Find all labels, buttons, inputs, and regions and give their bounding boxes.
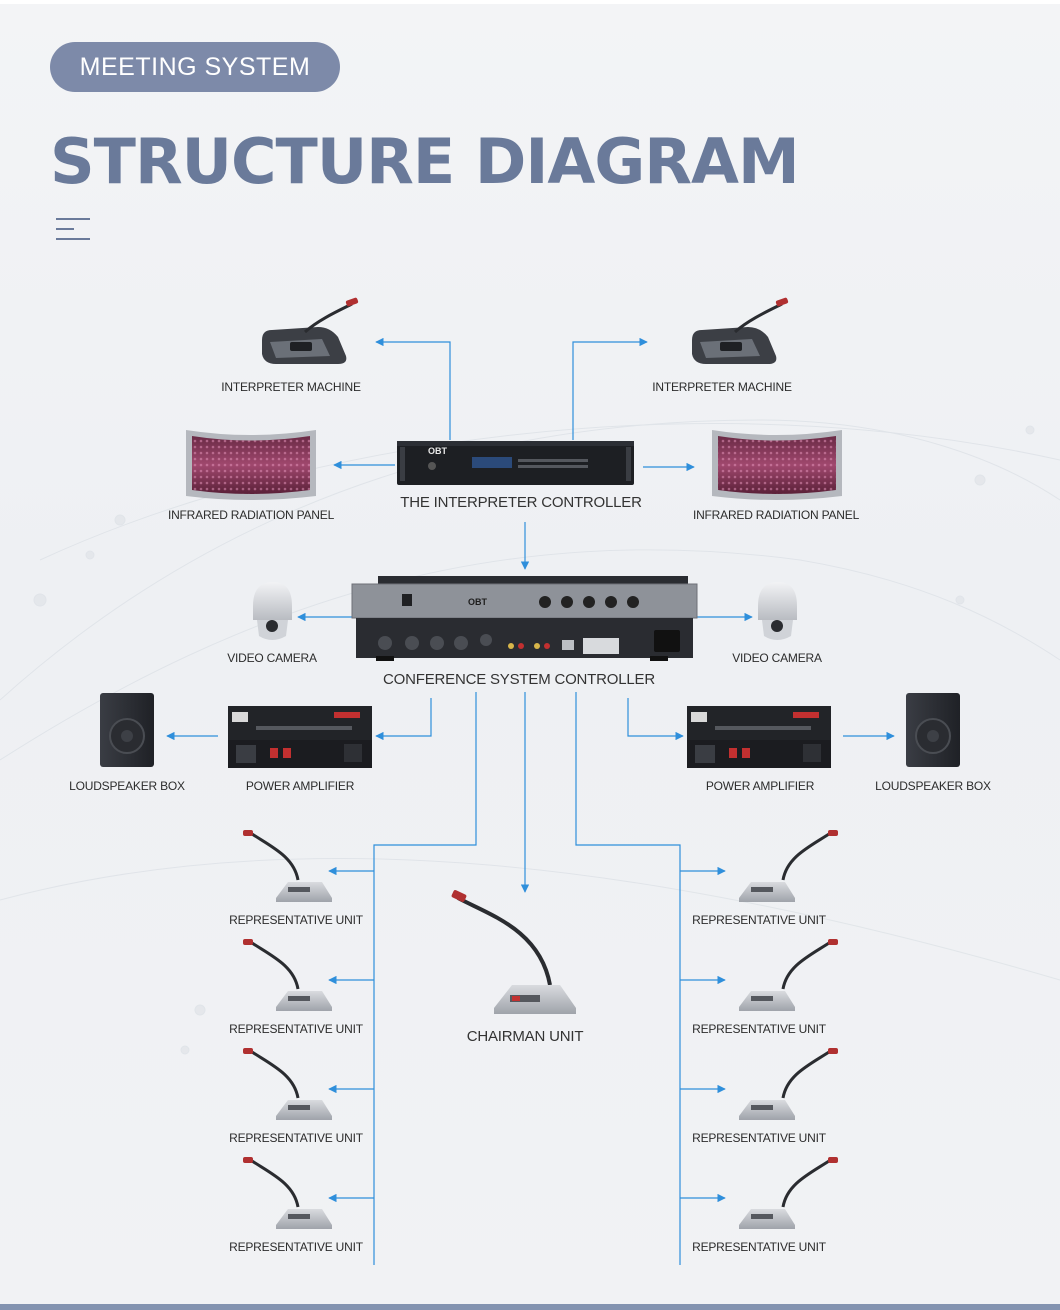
label-amplifier-right: POWER AMPLIFIER: [705, 779, 815, 793]
bottom-bar: [0, 1304, 1060, 1310]
label-interpreter-controller: THE INTERPRETER CONTROLLER: [400, 494, 642, 511]
background-network: [0, 419, 1060, 1055]
representative-unit-left-4-icon: [243, 1157, 332, 1229]
label-rep-left-1: REPRESENTATIVE UNIT: [229, 913, 363, 927]
label-rep-right-2: REPRESENTATIVE UNIT: [692, 1022, 826, 1036]
label-rep-right-1: REPRESENTATIVE UNIT: [692, 913, 826, 927]
label-conference-controller: CONFERENCE SYSTEM CONTROLLER: [383, 671, 655, 688]
representative-unit-left-2-icon: [243, 939, 332, 1011]
conference-brand: OBT: [468, 597, 488, 607]
label-rep-right-3: REPRESENTATIVE UNIT: [692, 1131, 826, 1145]
label-loudspeaker-left: LOUDSPEAKER BOX: [69, 779, 185, 793]
label-video-camera-left: VIDEO CAMERA: [227, 651, 317, 665]
label-rep-left-3: REPRESENTATIVE UNIT: [229, 1131, 363, 1145]
video-camera-right-icon: [758, 582, 797, 640]
label-rep-left-2: REPRESENTATIVE UNIT: [229, 1022, 363, 1036]
label-rep-left-4: REPRESENTATIVE UNIT: [229, 1240, 363, 1254]
representative-unit-left-1-icon: [243, 830, 332, 902]
label-amplifier-left: POWER AMPLIFIER: [245, 779, 355, 793]
connector-lines: [166, 337, 895, 1265]
representative-unit-right-1-icon: [739, 830, 838, 902]
interpreter-controller-icon: OBT: [397, 441, 634, 485]
menu-icon: [56, 216, 90, 242]
representative-unit-left-3-icon: [243, 1048, 332, 1120]
label-video-camera-right: VIDEO CAMERA: [732, 651, 822, 665]
loudspeaker-left-icon: [100, 693, 154, 767]
label-rep-right-4: REPRESENTATIVE UNIT: [692, 1240, 826, 1254]
label-infrared-panel-left: INFRARED RADIATION PANEL: [167, 508, 335, 522]
infrared-panel-right-icon: [712, 430, 842, 500]
page-title: STRUCTURE DIAGRAM: [50, 125, 800, 198]
power-amplifier-right-icon: [687, 706, 831, 768]
interpreter-machine-right-icon: [692, 297, 789, 364]
video-camera-left-icon: [253, 582, 292, 640]
label-loudspeaker-right: LOUDSPEAKER BOX: [875, 779, 991, 793]
section-tag: MEETING SYSTEM: [50, 42, 340, 92]
label-chairman-unit: CHAIRMAN UNIT: [466, 1028, 584, 1045]
label-interpreter-machine-left: INTERPRETER MACHINE: [221, 380, 361, 394]
representative-units: [243, 830, 838, 1229]
power-amplifier-left-icon: [228, 706, 372, 768]
label-infrared-panel-right: INFRARED RADIATION PANEL: [692, 508, 860, 522]
chairman-unit-icon: [451, 890, 576, 1014]
interpreter-machine-left-icon: [262, 297, 359, 364]
representative-unit-right-4-icon: [739, 1157, 838, 1229]
interpreter-brand: OBT: [428, 446, 448, 456]
label-interpreter-machine-right: INTERPRETER MACHINE: [652, 380, 792, 394]
top-border: [0, 0, 1060, 4]
representative-unit-right-3-icon: [739, 1048, 838, 1120]
representative-unit-right-2-icon: [739, 939, 838, 1011]
infrared-panel-left-icon: [186, 430, 316, 500]
conference-controller-icon: OBT: [351, 576, 698, 661]
loudspeaker-right-icon: [906, 693, 960, 767]
